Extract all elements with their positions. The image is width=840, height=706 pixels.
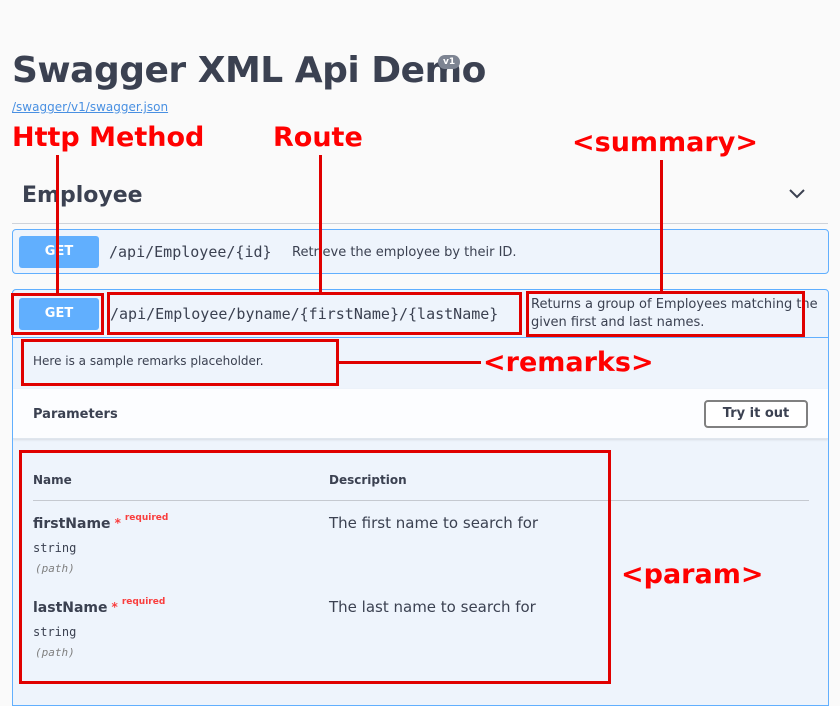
required-label: required (121, 597, 166, 607)
required-label: required (124, 513, 169, 523)
http-method-badge: GET (19, 298, 99, 330)
param-type: string (33, 541, 77, 555)
spec-link[interactable]: /swagger/v1/swagger.json (12, 100, 169, 114)
column-header-name: Name (33, 473, 72, 487)
operation-route: /api/Employee/{id} (109, 243, 272, 261)
param-in: (path) (35, 562, 75, 575)
annotation-http-method: Http Method (12, 122, 205, 153)
table-header-divider (33, 500, 809, 501)
annotation-box-summary (526, 291, 805, 337)
annotation-box-param (19, 450, 611, 684)
annotation-box-http-method (11, 293, 104, 335)
annotation-line-http-method (56, 155, 59, 295)
param-type: string (33, 625, 77, 639)
param-name: lastName*required (33, 597, 166, 616)
annotation-param: <param> (621, 559, 764, 590)
page-title: Swagger XML Api Demo (12, 50, 486, 91)
tag-section-employee[interactable]: Employee (12, 174, 828, 224)
operation-remarks: Here is a sample remarks placeholder. (33, 354, 264, 368)
annotation-line-summary (660, 160, 663, 292)
column-header-description: Description (329, 473, 407, 487)
try-it-out-button[interactable]: Try it out (704, 400, 808, 428)
tag-name: Employee (22, 183, 143, 208)
annotation-line-remarks (338, 361, 481, 364)
http-method-badge: GET (19, 236, 99, 268)
version-badge: v1 (438, 55, 461, 69)
param-in: (path) (35, 646, 75, 659)
annotation-remarks: <remarks> (483, 347, 654, 378)
annotation-route: Route (273, 122, 363, 153)
parameters-bar: Parameters Try it out (13, 389, 828, 439)
annotation-summary: <summary> (572, 127, 758, 158)
annotation-box-route (107, 292, 522, 335)
operation-summary: Retrieve the employee by their ID. (292, 245, 517, 260)
required-star: * (111, 600, 118, 614)
param-name-text: lastName (33, 600, 108, 616)
operation-get-employee-by-id[interactable]: GET /api/Employee/{id} Retrieve the empl… (12, 229, 829, 274)
annotation-line-route (319, 155, 322, 295)
operation-get-employee-by-name: GET /api/Employee/byname/{firstName}/{la… (12, 289, 829, 706)
operation-summary: Returns a group of Employees matching th… (531, 297, 818, 330)
operation-header[interactable]: GET /api/Employee/byname/{firstName}/{la… (13, 290, 828, 338)
param-description: The last name to search for (329, 598, 536, 616)
operation-route: /api/Employee/byname/{firstName}/{lastNa… (110, 305, 499, 323)
parameters-title: Parameters (33, 407, 118, 422)
chevron-down-icon[interactable] (788, 186, 806, 200)
required-star: * (114, 516, 121, 530)
param-name-text: firstName (33, 516, 111, 532)
annotation-box-remarks (21, 339, 339, 386)
param-name: firstName*required (33, 513, 169, 532)
param-description: The first name to search for (329, 514, 539, 532)
